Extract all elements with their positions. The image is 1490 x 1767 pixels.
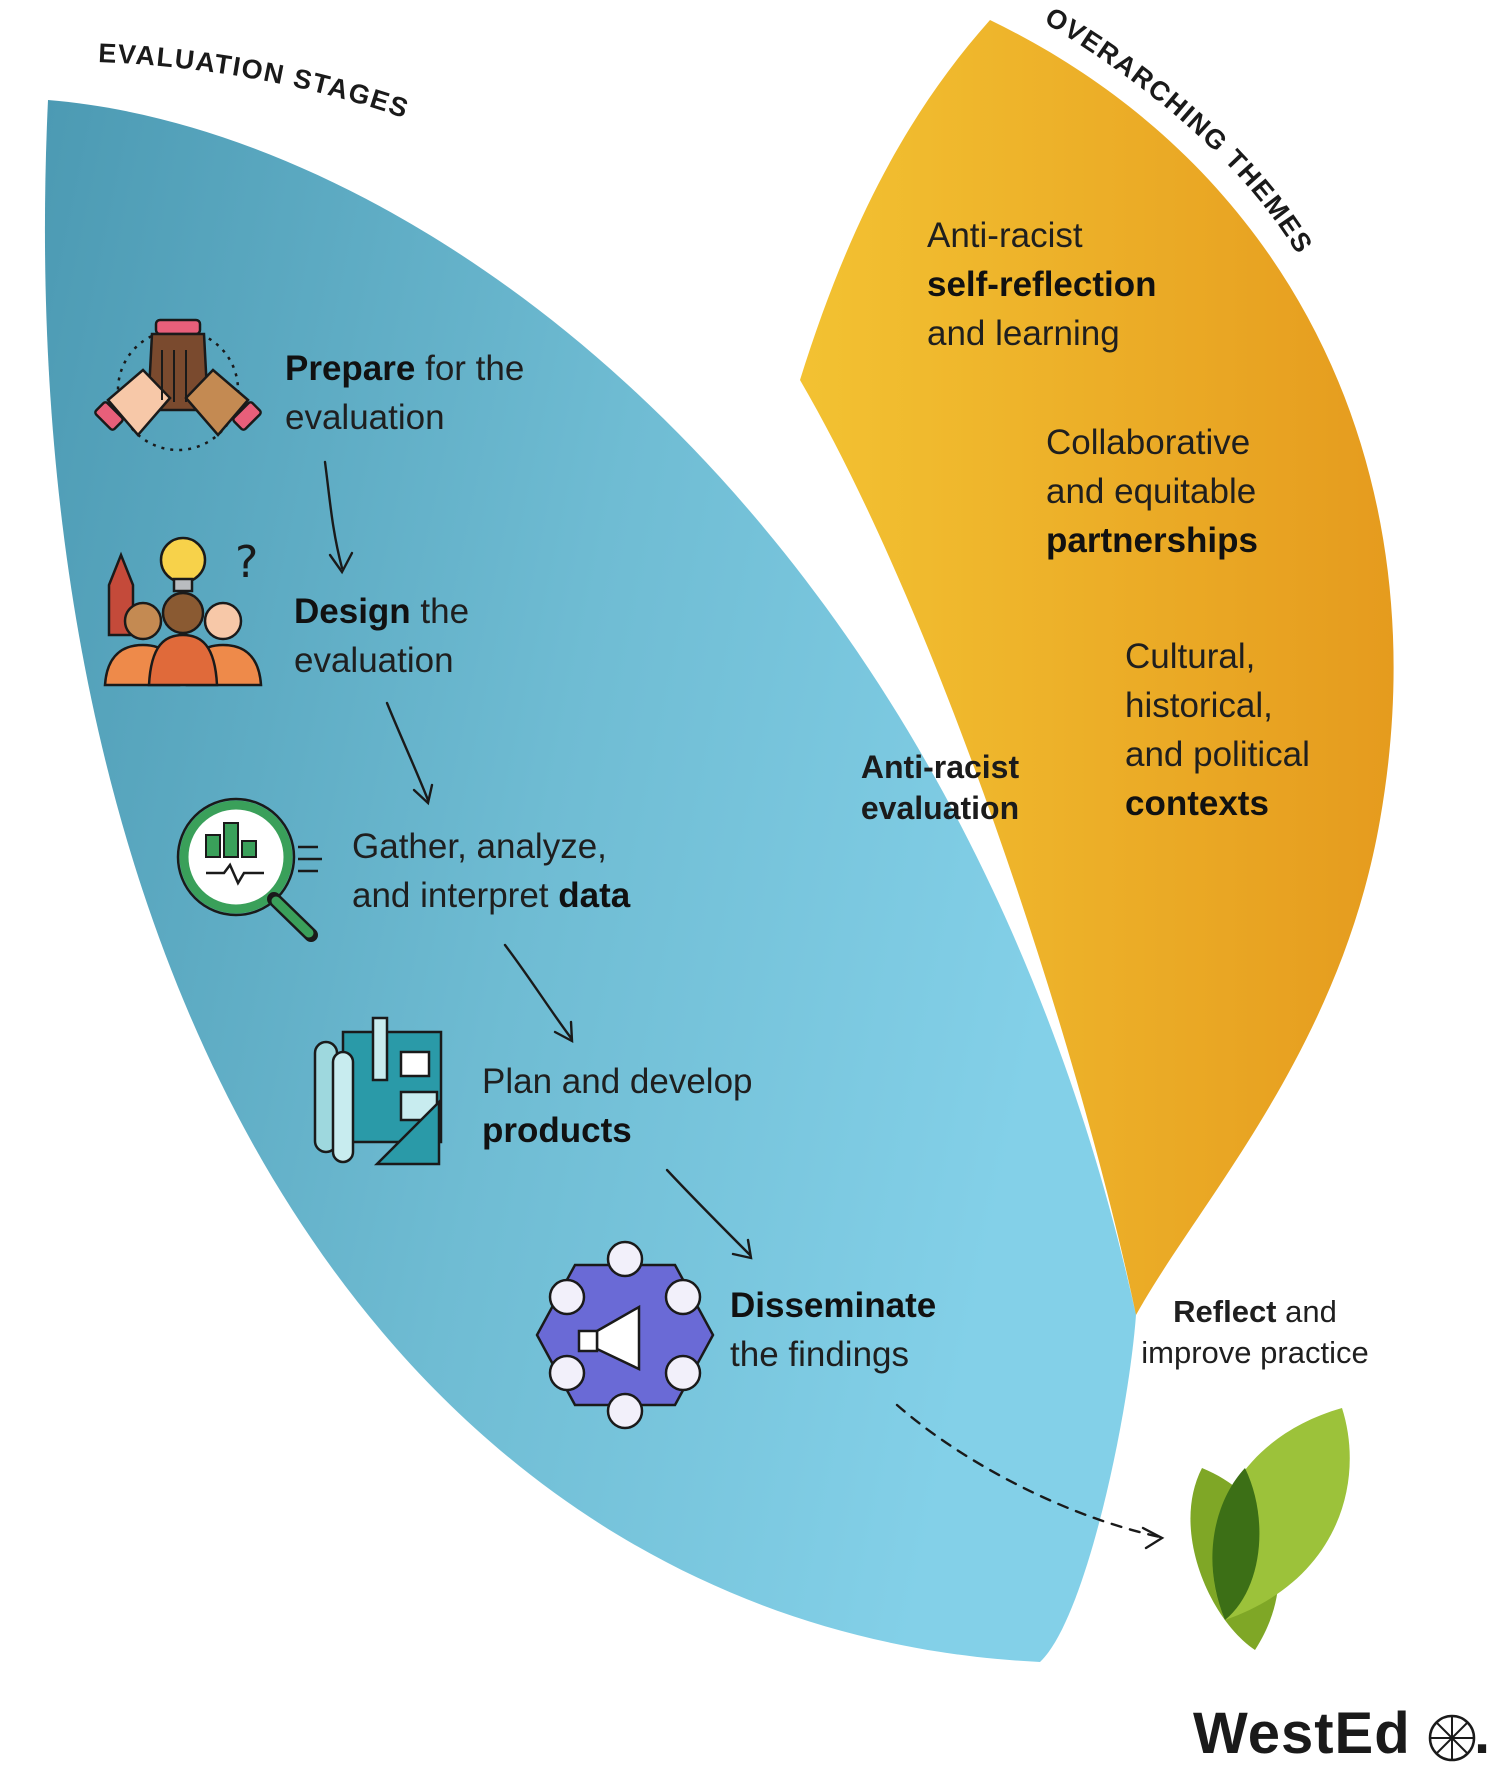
evaluation-stages-header: EVALUATION STAGES [98, 38, 414, 124]
stage-arrows [323, 460, 1165, 1550]
arrow-disseminate-reflect [895, 1403, 1162, 1539]
stage-prepare-label: Prepare for the evaluation [285, 349, 525, 437]
reflect-label: Reflect and improve practice [1141, 1294, 1369, 1370]
arrow-plan-disseminate-head [731, 1238, 753, 1260]
themes-leaf [800, 20, 1394, 1315]
wested-logo: WestEd [1193, 1701, 1411, 1766]
data-magnifier-icon [176, 797, 322, 942]
arrow-gather-plan [503, 943, 573, 1040]
theme-contexts-label: Cultural, historical, and political cont… [1125, 637, 1310, 823]
stage-gather-label: Gather, analyze, and interpret data [352, 827, 631, 915]
stage-disseminate-label: Disseminate the findings [730, 1286, 937, 1374]
leaf-icon [1190, 1408, 1350, 1650]
stage-design-label: Design the evaluation [294, 592, 470, 680]
svg-text:?: ? [235, 537, 258, 588]
theme-self-reflection-label: Anti-racist self-reflection and learning [927, 216, 1157, 353]
team-idea-icon: ? [103, 536, 263, 687]
theme-partnerships-label: Collaborative and equitable partnerships [1046, 423, 1258, 560]
hands-stack-icon [94, 318, 262, 452]
network-megaphone-icon [535, 1240, 715, 1430]
arrow-plan-disseminate [665, 1168, 752, 1257]
logo-period: . [1474, 1701, 1490, 1766]
arrow-disseminate-reflect-head [1141, 1526, 1165, 1550]
globe-icon [1428, 1714, 1476, 1762]
center-label: Anti-racist evaluation [860, 749, 1020, 826]
blueprint-tools-icon [313, 1016, 443, 1166]
arrow-design-gather-head [412, 783, 434, 806]
arrow-prepare-design [323, 460, 344, 570]
stages-leaf [44, 100, 1136, 1662]
arrow-gather-plan-head [553, 1020, 574, 1044]
stage-plan-label: Plan and develop products [482, 1062, 753, 1150]
arrow-design-gather [385, 701, 430, 802]
arrow-prepare-design-head [328, 551, 354, 575]
